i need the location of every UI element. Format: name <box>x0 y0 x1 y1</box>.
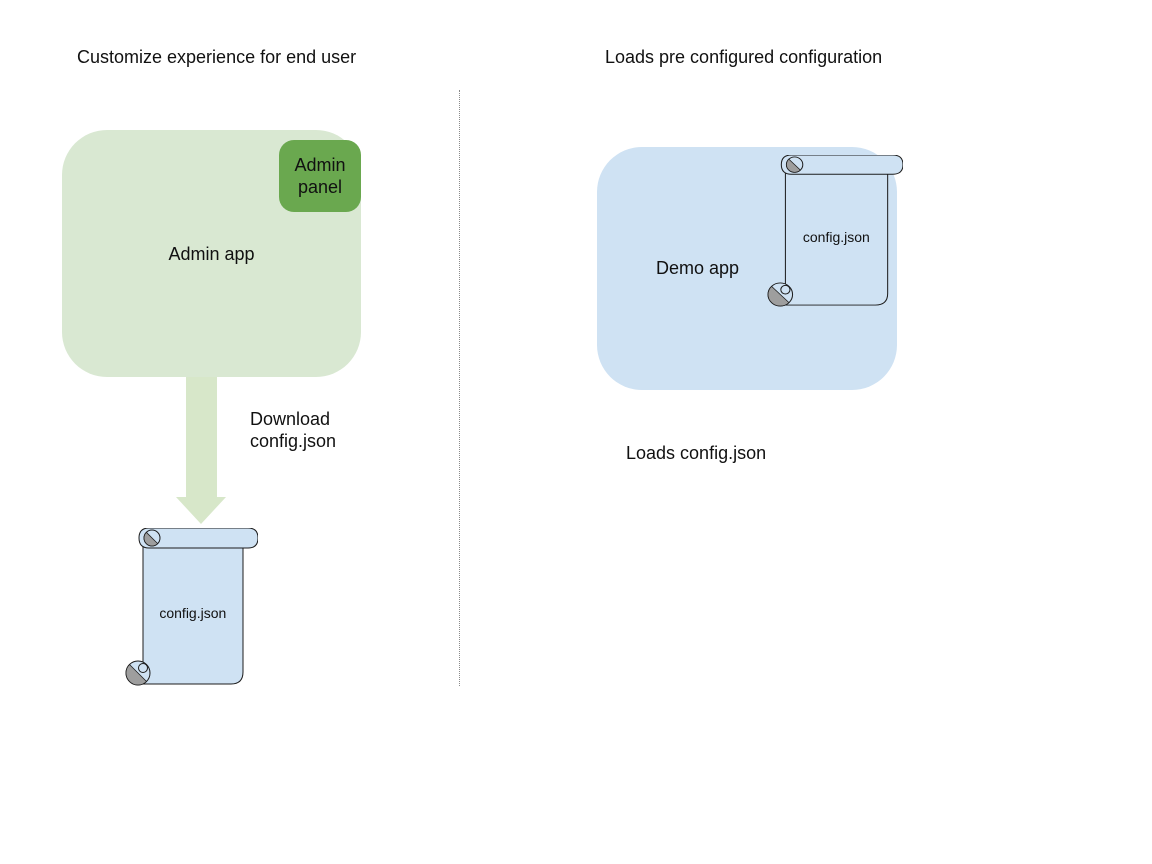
loads-config-caption: Loads config.json <box>626 443 767 463</box>
download-label-line1: Download <box>250 409 331 429</box>
admin-panel-shape: Admin panel <box>279 140 361 212</box>
down-arrow-icon <box>176 377 226 524</box>
config-file-shape-right: config.json <box>767 155 903 307</box>
download-label-line2: config.json <box>250 431 337 451</box>
admin-app-shape: Admin panel Admin app <box>62 130 361 377</box>
config-file-shape-left: config.json <box>125 528 258 686</box>
demo-app-label: Demo app <box>656 258 740 278</box>
section-divider <box>459 90 460 686</box>
admin-app-label: Admin app <box>168 244 255 264</box>
right-section-title: Loads pre configured configuration <box>605 47 883 67</box>
scroll-document-icon <box>125 528 258 686</box>
admin-panel-label: Admin panel <box>294 155 346 197</box>
download-label: Download config.json <box>250 408 336 452</box>
config-file-label-right: config.json <box>802 229 870 246</box>
config-file-label-left: config.json <box>159 605 227 622</box>
scroll-document-icon <box>767 155 903 307</box>
left-section-title: Customize experience for end user <box>77 47 357 67</box>
